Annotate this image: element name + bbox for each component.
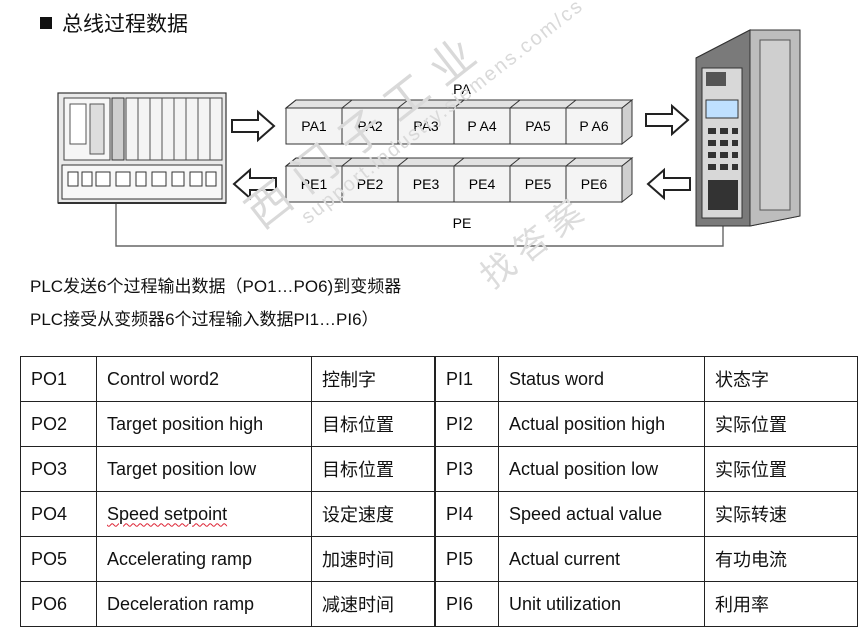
cell-edge	[285, 157, 297, 167]
pe-cell-label: PE4	[469, 176, 496, 192]
pi-code: PI6	[435, 581, 499, 627]
arrow-left-icon-2	[646, 167, 691, 201]
cell-edge	[397, 157, 409, 167]
pa-cell	[341, 107, 399, 145]
pi-name: Speed actual value	[498, 491, 705, 537]
pa-cell-label: P A4	[467, 118, 497, 134]
po-name: Control word2	[96, 356, 312, 402]
cell-edge	[509, 157, 521, 167]
pe-cell-label: PE3	[413, 176, 440, 192]
pi-name-zh: 利用率	[704, 581, 858, 627]
po-code: PO3	[20, 446, 97, 492]
po-name-zh: 设定速度	[311, 491, 435, 537]
pi-name-zh: 状态字	[704, 356, 858, 402]
arrow-left-icon	[232, 167, 277, 201]
cell-edge	[397, 99, 409, 109]
bullet-square-icon	[40, 17, 52, 29]
pa-cell	[397, 107, 455, 145]
pi-name-zh: 实际转速	[704, 491, 858, 537]
pe-cell-label: PE6	[581, 176, 608, 192]
pa-cell-label: PA1	[301, 118, 327, 134]
pi-name: Unit utilization	[498, 581, 705, 627]
po-name-text: Speed setpoint	[107, 503, 228, 524]
pi-code: PI2	[435, 401, 499, 447]
po-name: Target position low	[96, 446, 312, 492]
cell-edge	[565, 99, 577, 109]
pi-name-zh: 有功电流	[704, 536, 858, 582]
pa-cell	[453, 107, 511, 145]
pe-cell	[285, 165, 343, 203]
pa-cell	[565, 107, 623, 145]
po-code: PO4	[20, 491, 97, 537]
po-code: PO2	[20, 401, 97, 447]
cell-edge	[453, 157, 465, 167]
description-line-2: PLC接受从变频器6个过程输入数据PI1…PI6）	[30, 310, 379, 329]
pa-cell-label: PA3	[413, 118, 439, 134]
pa-label: PA	[453, 81, 471, 97]
pe_cells-side-face	[621, 156, 633, 204]
pi-name-zh: 实际位置	[704, 401, 858, 447]
pi-name: Actual current	[498, 536, 705, 582]
po-code: PO5	[20, 536, 97, 582]
cell-edge	[341, 157, 353, 167]
cell-edge	[285, 99, 297, 109]
pi-code: PI4	[435, 491, 499, 537]
pa-cell	[509, 107, 567, 145]
arrow-right-icon	[231, 109, 276, 143]
pe-label: PE	[453, 215, 472, 231]
pe-cell	[341, 165, 399, 203]
page-title: 总线过程数据	[40, 8, 188, 38]
po-name-zh: 目标位置	[311, 446, 435, 492]
po-name-zh: 加速时间	[311, 536, 435, 582]
pe-cell	[397, 165, 455, 203]
pa-cell-label: PA2	[357, 118, 383, 134]
pi-name: Actual position low	[498, 446, 705, 492]
po-name-zh: 减速时间	[311, 581, 435, 627]
po-name: Accelerating ramp	[96, 536, 312, 582]
pi-name-zh: 实际位置	[704, 446, 858, 492]
pa_cells-side-face	[621, 98, 633, 146]
pa-cell-label: P A6	[579, 118, 609, 134]
arrow-right-icon-2	[645, 103, 690, 137]
pe-cell-label: PE2	[357, 176, 384, 192]
pi-code: PI5	[435, 536, 499, 582]
cell-edge	[509, 99, 521, 109]
pi-name: Actual position high	[498, 401, 705, 447]
pi-code: PI1	[435, 356, 499, 402]
po-name-zh: 目标位置	[311, 401, 435, 447]
pe-cell	[453, 165, 511, 203]
cell-edge	[453, 99, 465, 109]
pa-cell-label: PA5	[525, 118, 551, 134]
pa-box-group: PA1 PA2 PA3 P A4 PA5 P A6	[284, 98, 634, 146]
pa-cell	[285, 107, 343, 145]
po-code: PO6	[20, 581, 97, 627]
cell-edge	[341, 99, 353, 109]
description-line-1: PLC发送6个过程输出数据（PO1…PO6)到变频器	[30, 277, 402, 296]
plc-rack-icon	[57, 92, 227, 204]
page-title-text: 总线过程数据	[62, 13, 188, 36]
pe-box-group: PE1 PE2 PE3 PE4 PE5 PE6	[284, 156, 634, 204]
pi-code: PI3	[435, 446, 499, 492]
pe-cell-label: PE5	[525, 176, 552, 192]
po-code: PO1	[20, 356, 97, 402]
pe-cell-label: PE1	[301, 176, 328, 192]
cell-edge	[565, 157, 577, 167]
po-name-zh: 控制字	[311, 356, 435, 402]
pi-name: Status word	[498, 356, 705, 402]
drive-unit-icon	[695, 29, 801, 227]
po-name: Target position high	[96, 401, 312, 447]
po-name: Speed setpoint	[96, 491, 312, 537]
po-name: Deceleration ramp	[96, 581, 312, 627]
pe-cell	[565, 165, 623, 203]
